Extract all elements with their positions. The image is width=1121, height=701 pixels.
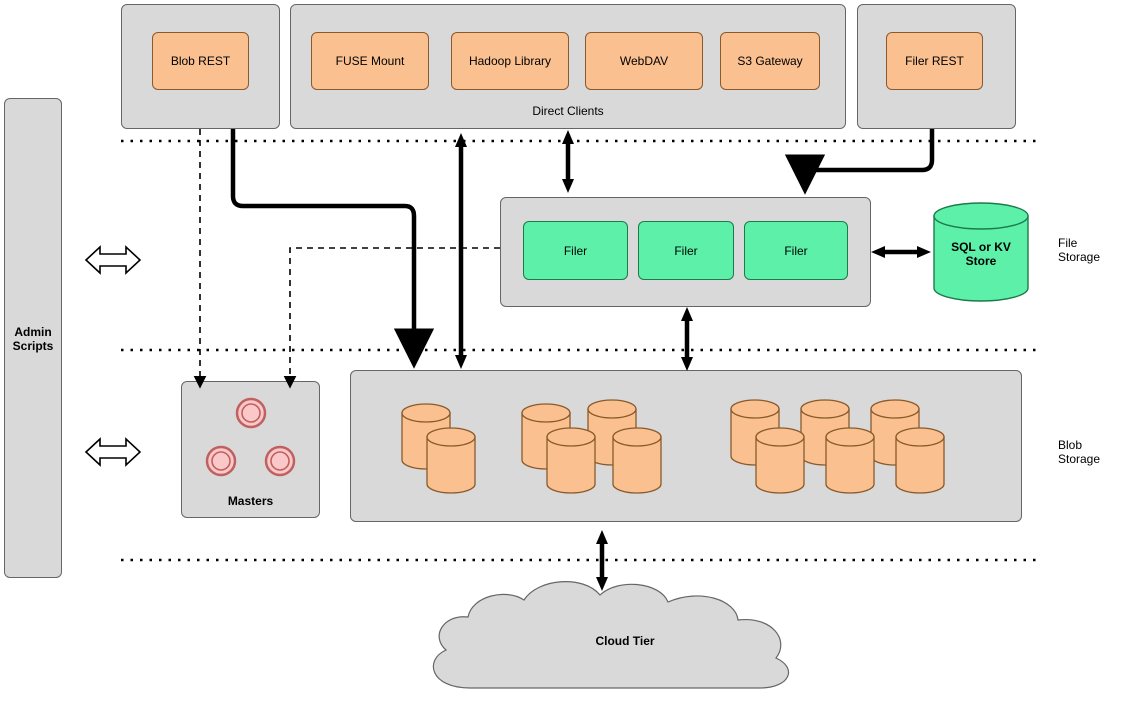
filer-node-2[interactable]: Filer <box>638 221 734 280</box>
masters-label-text: Masters <box>227 494 274 508</box>
file-storage-tier-line1: File <box>1058 236 1078 250</box>
filer-node-1[interactable]: Filer <box>523 221 628 280</box>
cloud-tier-label-text: Cloud Tier <box>595 634 655 648</box>
disk-label-ssd-2: SSD <box>606 466 668 480</box>
hadoop-library-node[interactable]: Hadoop Library <box>451 32 569 90</box>
filer-node-1-label: Filer <box>563 243 588 258</box>
double-arrow-filer-to-store <box>871 246 931 258</box>
admin-scripts-label-line2: Scripts <box>12 339 54 354</box>
admin-arrow-file <box>84 245 142 275</box>
disk-label-ssd-2-text: SSD <box>624 466 650 480</box>
double-arrow-filers-to-volumes <box>681 307 693 371</box>
s3-gateway-node[interactable]: S3 Gateway <box>720 32 820 90</box>
hadoop-library-label: Hadoop Library <box>468 54 552 68</box>
admin-scripts-panel <box>4 98 62 578</box>
admin-arrow-blob <box>84 437 142 467</box>
direct-clients-caption: Direct Clients <box>290 104 846 118</box>
disk-label-hdd-3: HDD <box>889 466 951 480</box>
disk-label-hdd-1-text: HDD <box>767 466 793 480</box>
solid-connector-filer-rest-to-filers <box>784 129 935 195</box>
webdav-node[interactable]: WebDAV <box>585 32 703 90</box>
blob-rest-label: Blob REST <box>170 54 231 68</box>
double-arrow-clients-to-filers <box>562 130 574 193</box>
webdav-label: WebDAV <box>619 54 669 68</box>
blob-storage-tier-label: Blob Storage <box>1058 438 1120 467</box>
blob-storage-tier-line2: Storage <box>1058 452 1101 467</box>
disk-label-nvme-text: NVME <box>433 466 469 480</box>
disk-label-hdd-2-text: HDD <box>837 466 863 480</box>
volume-servers-group <box>350 370 1022 522</box>
direct-clients-caption-text: Direct Clients <box>532 104 604 118</box>
double-arrow-clients-to-volumes <box>455 133 467 369</box>
filer-rest-label: Filer REST <box>905 54 964 68</box>
file-storage-tier-line2: Storage <box>1058 250 1101 265</box>
masters-label: Masters <box>181 494 320 508</box>
disk-label-nvme: NVME <box>420 466 482 480</box>
solid-connector-blob-rest-to-volumes <box>230 129 435 369</box>
filer-node-3[interactable]: Filer <box>744 221 848 280</box>
disk-label-hdd-1: HDD <box>749 466 811 480</box>
s3-gateway-label: S3 Gateway <box>737 54 803 68</box>
blob-storage-tier-line1: Blob <box>1058 438 1083 452</box>
sql-kv-store-label-line1: SQL or KV <box>951 240 1011 254</box>
sql-kv-store-cylinder <box>932 202 1030 302</box>
filer-node-2-label: Filer <box>674 243 698 258</box>
disk-label-hdd-2: HDD <box>819 466 881 480</box>
file-storage-tier-label: File Storage <box>1058 236 1120 265</box>
dashed-connector-filer-to-masters <box>283 247 500 389</box>
sql-kv-store-label: SQL or KV Store <box>932 240 1030 269</box>
filer-node-3-label: Filer <box>784 243 808 258</box>
blob-rest-node[interactable]: Blob REST <box>152 32 249 90</box>
disk-label-hdd-3-text: HDD <box>907 466 933 480</box>
fuse-mount-label: FUSE Mount <box>335 54 405 68</box>
sql-kv-store-label-line2: Store <box>965 254 997 269</box>
admin-scripts-label: Admin Scripts <box>4 325 62 354</box>
admin-scripts-label-line1: Admin <box>14 325 52 339</box>
double-arrow-volumes-to-cloud <box>596 530 608 591</box>
disk-label-ssd-1-text: SSD <box>558 466 584 480</box>
fuse-mount-node[interactable]: FUSE Mount <box>311 32 429 90</box>
cloud-tier-label: Cloud Tier <box>545 634 705 648</box>
filer-rest-node[interactable]: Filer REST <box>886 32 983 90</box>
disk-label-ssd-1: SSD <box>540 466 602 480</box>
